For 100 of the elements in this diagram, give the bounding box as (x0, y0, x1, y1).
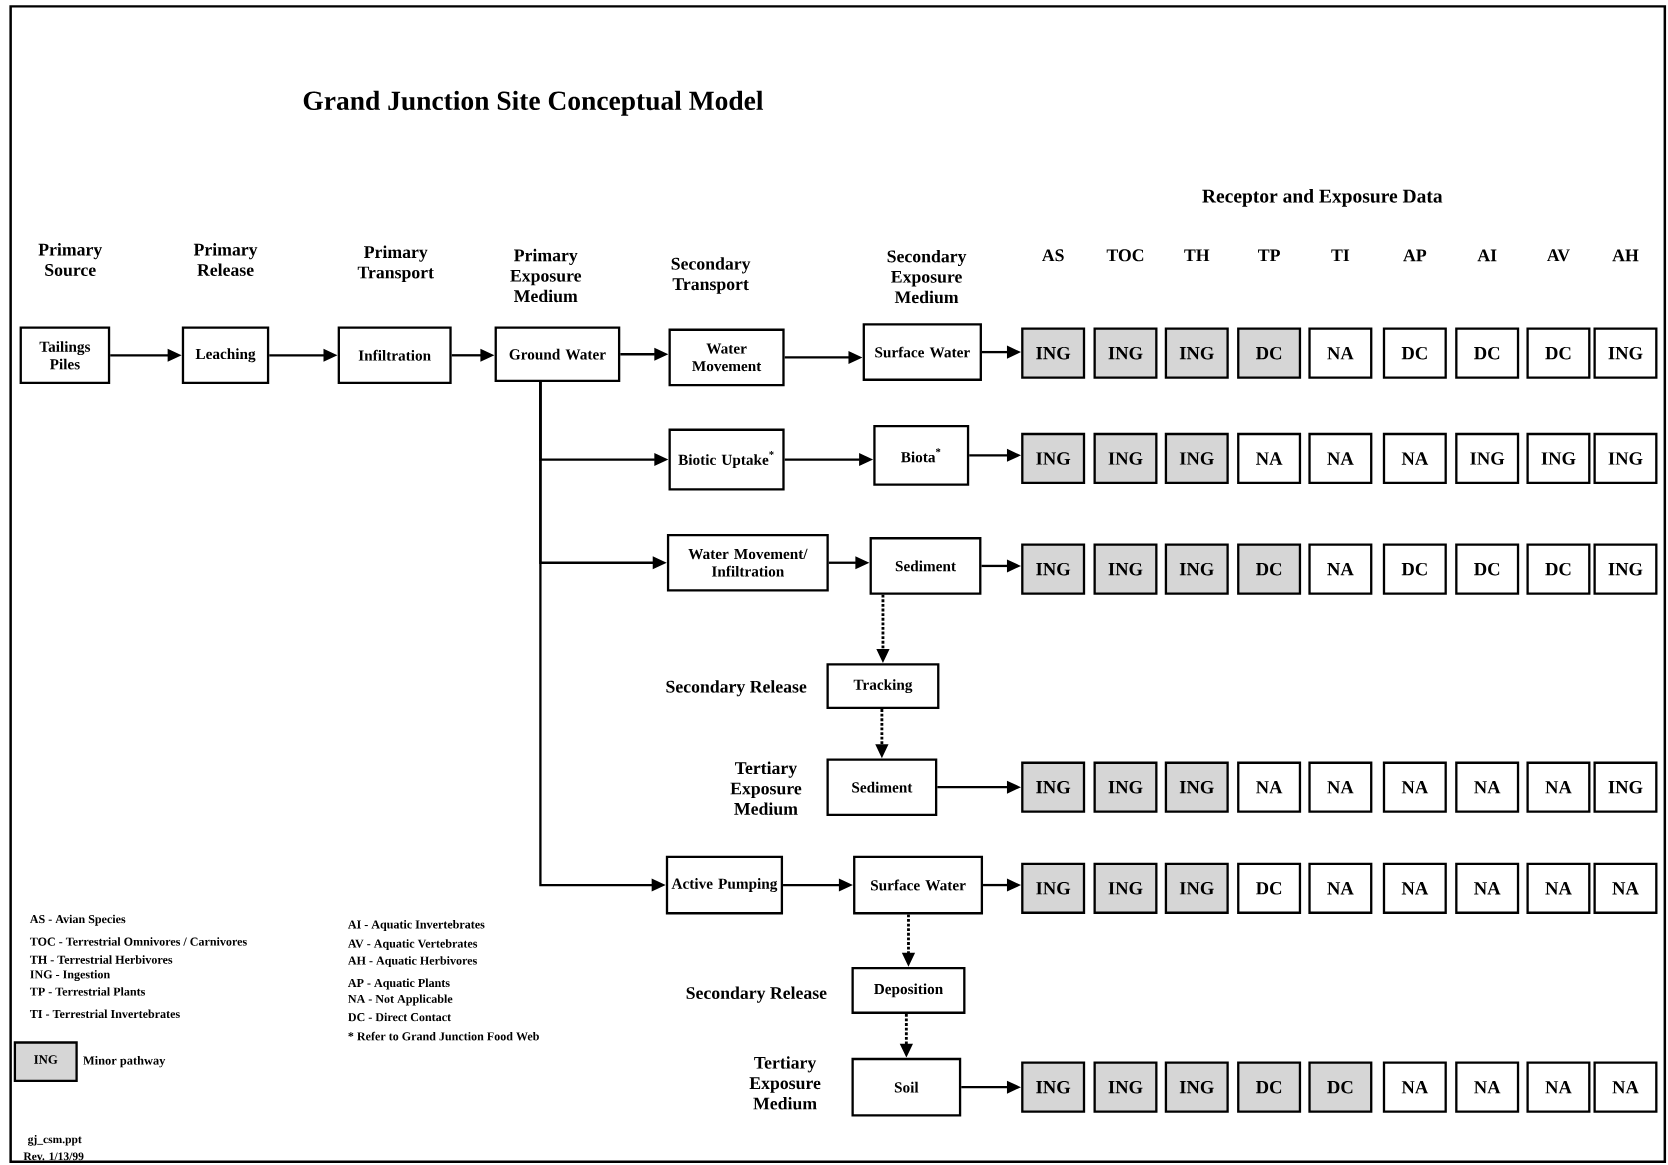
exposure-code-box: DC (1455, 543, 1520, 595)
exposure-code-box: NA (1593, 1061, 1658, 1113)
revision-note: Rev. 1/13/99 (23, 1152, 84, 1161)
exposure-code-box: ING (1164, 327, 1229, 379)
exposure-code-box: ING (1455, 432, 1520, 485)
title: Grand Junction Site Conceptual Model (303, 90, 764, 116)
process-box: Water Movement/ Infiltration (666, 534, 829, 592)
legend-entry: TI - Terrestrial Invertebrates (30, 1009, 180, 1019)
legend-entry: AS - Avian Species (29, 914, 126, 926)
exposure-code-box: NA (1526, 761, 1591, 813)
exposure-code-box: ING (1021, 432, 1086, 485)
exposure-code-box: ING (1164, 761, 1229, 813)
legend-entry: NA - Not Applicable (348, 994, 453, 1006)
swatch-label: ING (34, 1055, 58, 1064)
exposure-code-box: NA (1237, 761, 1302, 813)
column-header: Primary Release (193, 243, 258, 277)
process-box: Water Movement (668, 328, 785, 387)
exposure-code-box: ING (1593, 761, 1658, 813)
exposure-code-box: DC (1237, 327, 1302, 379)
column-header: TI (1331, 249, 1350, 262)
exposure-code-box: DC (1526, 327, 1591, 379)
process-box: Sediment (869, 537, 982, 595)
legend-entry: TOC - Terrestrial Omnivores / Carnivores (30, 937, 247, 946)
process-box: Leaching (181, 326, 270, 385)
exposure-code-box: NA (1308, 432, 1373, 485)
process-box: Biota$^{*}$ (873, 424, 970, 486)
column-header: Secondary Exposure Medium (887, 250, 967, 304)
legend-entry: DC - Direct Contact (348, 1012, 452, 1022)
exposure-code-box: NA (1237, 432, 1302, 485)
exposure-code-box: ING (1526, 432, 1591, 485)
column-header: TP (1258, 249, 1280, 262)
process-box: Deposition (851, 966, 966, 1014)
exposure-code-box: DC (1526, 543, 1591, 595)
exposure-code-box: DC (1455, 327, 1520, 379)
exposure-code-box: ING (1593, 327, 1658, 379)
exposure-code-box: NA (1455, 1061, 1520, 1113)
process-box: Biotic Uptake$^{*}$ (668, 428, 785, 491)
exposure-code-box: ING (1593, 432, 1658, 485)
exposure-code-box: NA (1526, 862, 1591, 914)
exposure-code-box: NA (1382, 1061, 1447, 1113)
group-header: Receptor and Exposure Data (1202, 189, 1443, 207)
exposure-code-box: ING (1021, 761, 1086, 813)
exposure-code-box: NA (1593, 862, 1658, 914)
exposure-code-box: ING (1021, 543, 1086, 595)
exposure-code-box: ING (1164, 1061, 1229, 1113)
legend-entry: AV - Aquatic Vertebrates (347, 939, 478, 951)
exposure-code-box: NA (1382, 432, 1447, 485)
process-box: Infiltration (337, 326, 452, 385)
column-header: AI (1477, 249, 1497, 262)
exposure-code-box: NA (1455, 761, 1520, 813)
column-header: TOC (1106, 249, 1144, 262)
exposure-code-box: ING (1021, 862, 1086, 914)
exposure-code-box: DC (1308, 1061, 1373, 1113)
exposure-code-box: NA (1308, 761, 1373, 813)
legend-entry: AH - Aquatic Herbivores (347, 956, 477, 968)
file-name: gj_csm.ppt (27, 1135, 82, 1146)
column-header: AS (1042, 249, 1064, 262)
exposure-code-box: DC (1382, 543, 1447, 595)
exposure-code-box: ING (1093, 432, 1158, 485)
process-box: Tracking (826, 663, 940, 710)
legend-entry: AP - Aquatic Plants (347, 978, 450, 990)
process-box: Active Pumping (665, 855, 784, 915)
column-header: Secondary Transport (671, 257, 751, 294)
exposure-code-box: ING (1021, 327, 1086, 379)
column-header: Primary Source (38, 243, 103, 277)
process-box: Surface Water (862, 323, 982, 381)
exposure-code-box: NA (1382, 761, 1447, 813)
column-header: TH (1184, 249, 1210, 262)
exposure-code-box: NA (1382, 862, 1447, 914)
legend-entry: ING - Ingestion (30, 970, 110, 982)
process-box: Surface Water (853, 855, 984, 915)
exposure-code-box: NA (1526, 1061, 1591, 1113)
exposure-code-box: NA (1308, 862, 1373, 914)
exposure-code-box: ING (1164, 862, 1229, 914)
exposure-code-box: DC (1382, 327, 1447, 379)
row-label: Tertiary Exposure Medium (749, 1056, 821, 1110)
exposure-code-box: ING (1164, 432, 1229, 485)
exposure-code-box: ING (1093, 862, 1158, 914)
exposure-code-box: NA (1455, 862, 1520, 914)
column-header: Primary Transport (357, 245, 434, 283)
exposure-code-box: ING (1164, 543, 1229, 595)
exposure-code-box: ING (1593, 543, 1658, 595)
process-box: Ground Water (494, 326, 621, 383)
legend-text: Minor pathway (83, 1056, 166, 1068)
legend-entry: TH - Terrestrial Herbivores (30, 955, 173, 964)
exposure-code-box: ING (1093, 327, 1158, 379)
process-box: Sediment (826, 758, 938, 817)
exposure-code-box: DC (1237, 1061, 1302, 1113)
row-label: Secondary Release (666, 680, 807, 697)
footnote: * Refer to Grand Junction Food Web (348, 1031, 539, 1041)
column-header: Primary Exposure Medium (510, 248, 582, 303)
column-header: AV (1546, 249, 1570, 262)
exposure-code-box: NA (1308, 327, 1373, 379)
exposure-code-box: DC (1237, 543, 1302, 595)
legend-entry: AI - Aquatic Invertebrates (347, 920, 485, 932)
legend-entry: TP - Terrestrial Plants (30, 987, 146, 996)
exposure-code-box: ING (1093, 1061, 1158, 1113)
exposure-code-box: DC (1237, 862, 1302, 914)
column-header: AH (1612, 249, 1639, 262)
exposure-code-box: ING (1093, 761, 1158, 813)
